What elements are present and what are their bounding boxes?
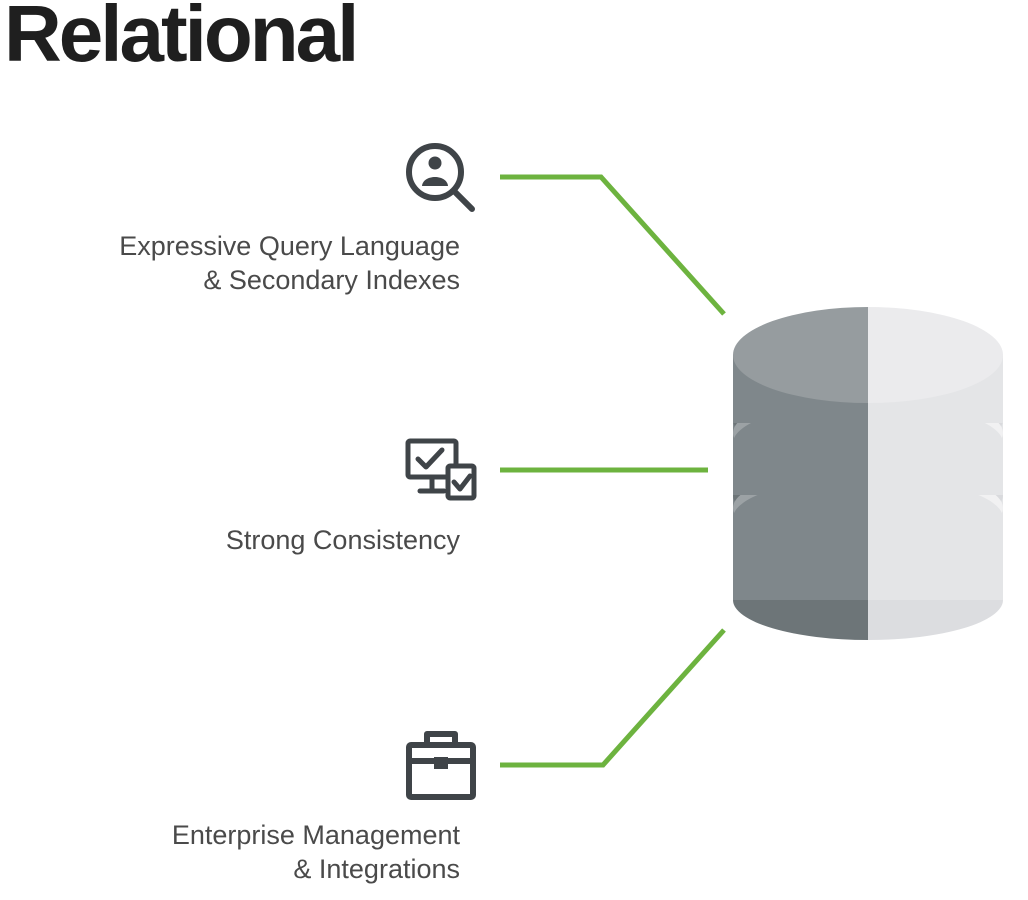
feature-label-consistency: Strong Consistency: [226, 523, 460, 557]
monitor-check-icon: [405, 438, 477, 501]
feature-label-query: Expressive Query Language & Secondary In…: [119, 229, 460, 297]
feature-label-enterprise: Enterprise Management & Integrations: [172, 818, 460, 886]
feature-label-line: Strong Consistency: [225, 525, 460, 555]
search-user-icon: [406, 143, 475, 212]
database-icon: [733, 307, 1003, 640]
feature-label-line: & Secondary Indexes: [203, 265, 460, 295]
connector-line-query: [500, 174, 726, 316]
connector-line-enterprise: [500, 628, 726, 768]
feature-label-line: Enterprise Management: [171, 820, 460, 850]
page-title: Relational: [4, 0, 359, 78]
toolbox-icon: [406, 731, 476, 800]
feature-label-line: Expressive Query Language: [119, 231, 460, 261]
feature-label-line: & Integrations: [293, 854, 460, 884]
